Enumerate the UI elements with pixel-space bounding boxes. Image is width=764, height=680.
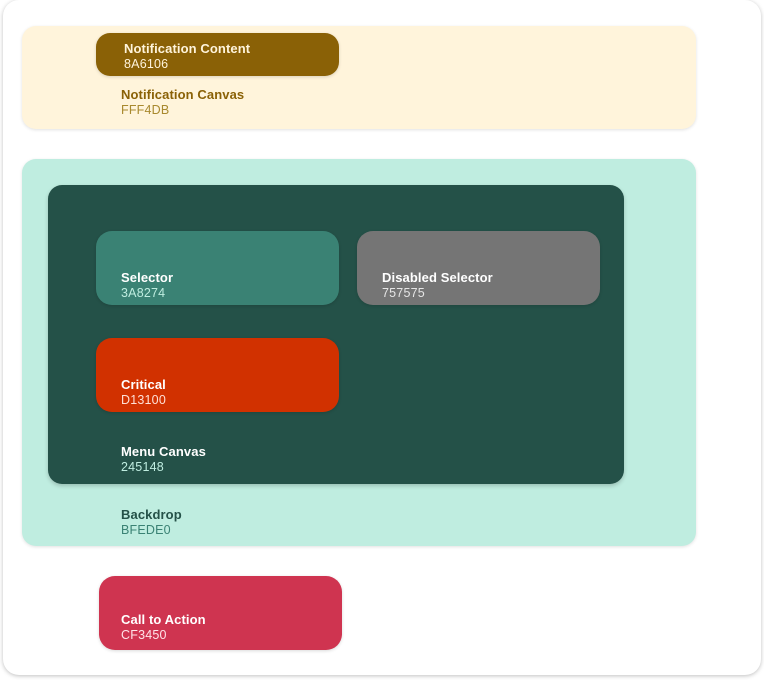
menu-canvas-name: Menu Canvas — [121, 444, 206, 459]
critical-name: Critical — [121, 377, 166, 392]
notification-canvas-code: FFF4DB — [121, 103, 170, 117]
selector-label: Selector 3A8274 — [121, 271, 173, 300]
critical-swatch: Critical D13100 — [96, 338, 339, 412]
selector-code: 3A8274 — [121, 286, 166, 300]
call-to-action-label: Call to Action CF3450 — [121, 613, 206, 642]
disabled-selector-name: Disabled Selector — [382, 270, 493, 285]
notification-content-label: Notification Content 8A6106 — [124, 42, 250, 71]
notification-content-code: 8A6106 — [124, 57, 169, 71]
notification-canvas-panel: Notification Content 8A6106 Notification… — [22, 26, 696, 129]
call-to-action-name: Call to Action — [121, 612, 206, 627]
backdrop-label: Backdrop BFEDE0 — [121, 508, 182, 537]
call-to-action-code: CF3450 — [121, 628, 167, 642]
menu-canvas-code: 245148 — [121, 460, 164, 474]
critical-code: D13100 — [121, 393, 166, 407]
disabled-selector-swatch: Disabled Selector 757575 — [357, 231, 600, 305]
critical-label: Critical D13100 — [121, 378, 166, 407]
disabled-selector-code: 757575 — [382, 286, 425, 300]
disabled-selector-label: Disabled Selector 757575 — [382, 271, 493, 300]
menu-canvas-panel: Selector 3A8274 Disabled Selector 757575… — [48, 185, 624, 484]
notification-canvas-label: Notification Canvas FFF4DB — [121, 88, 244, 117]
notification-content-swatch: Notification Content 8A6106 — [96, 33, 339, 76]
call-to-action-swatch: Call to Action CF3450 — [99, 576, 342, 650]
notification-canvas-name: Notification Canvas — [121, 87, 245, 102]
selector-swatch: Selector 3A8274 — [96, 231, 339, 305]
notification-content-name: Notification Content — [124, 41, 251, 56]
selector-name: Selector — [121, 270, 174, 285]
backdrop-code: BFEDE0 — [121, 523, 171, 537]
backdrop-name: Backdrop — [121, 507, 182, 522]
menu-canvas-label: Menu Canvas 245148 — [121, 445, 206, 474]
backdrop-panel: Selector 3A8274 Disabled Selector 757575… — [22, 159, 696, 546]
